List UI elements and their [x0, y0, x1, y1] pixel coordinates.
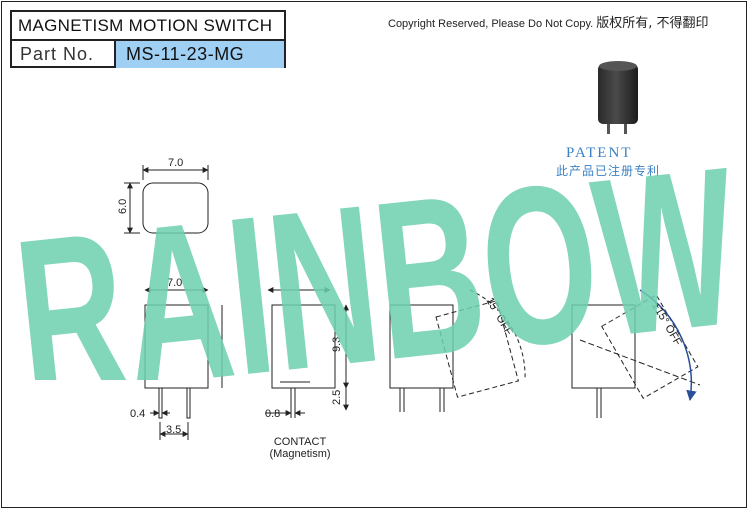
top-view [124, 165, 209, 234]
dim-pin-width: 0.4 [130, 408, 145, 420]
rainbow-watermark: RAINBOW [15, 150, 740, 380]
patent-label: PATENT [566, 145, 633, 161]
product-title: MAGNETISM MOTION SWITCH [12, 12, 284, 41]
contact-sub-label: (Magnetism) [269, 448, 331, 460]
product-photo [598, 61, 638, 134]
title-block: MAGNETISM MOTION SWITCH Part No. MS-11-2… [10, 10, 286, 68]
tilt-view-left [389, 289, 526, 412]
front-view-left [144, 287, 223, 440]
watermark-text: RAINBOW [15, 150, 740, 380]
copyright-notice: Copyright Reserved, Please Do Not Copy. … [388, 12, 709, 31]
tilt-view-right [571, 289, 701, 418]
part-row: Part No. MS-11-23-MG [12, 41, 284, 68]
contact-label: CONTACT [273, 436, 327, 448]
contact-caption: CONTACT (Magnetism) [262, 436, 338, 460]
copyright-text: Copyright Reserved, Please Do Not Copy. [388, 18, 594, 30]
dim-top-width: 7.0 [168, 157, 183, 169]
patent-label-cn: 此产品已注册专利 [556, 164, 661, 178]
copyright-text-cn: 版权所有, 不得翻印 [596, 16, 709, 31]
dim-pin-length: 2.5 [331, 390, 343, 405]
dim-pin-pitch: 3.5 [166, 424, 181, 436]
part-label: Part No. [12, 41, 116, 68]
dim-front-width: 7.0 [167, 277, 182, 289]
dim-top-height: 6.0 [117, 199, 129, 214]
front-view-contact [265, 287, 349, 418]
dim-body-height: 9.3 [331, 337, 343, 352]
part-number: MS-11-23-MG [116, 41, 284, 68]
dim-contact-width: 0.8 [265, 408, 280, 420]
